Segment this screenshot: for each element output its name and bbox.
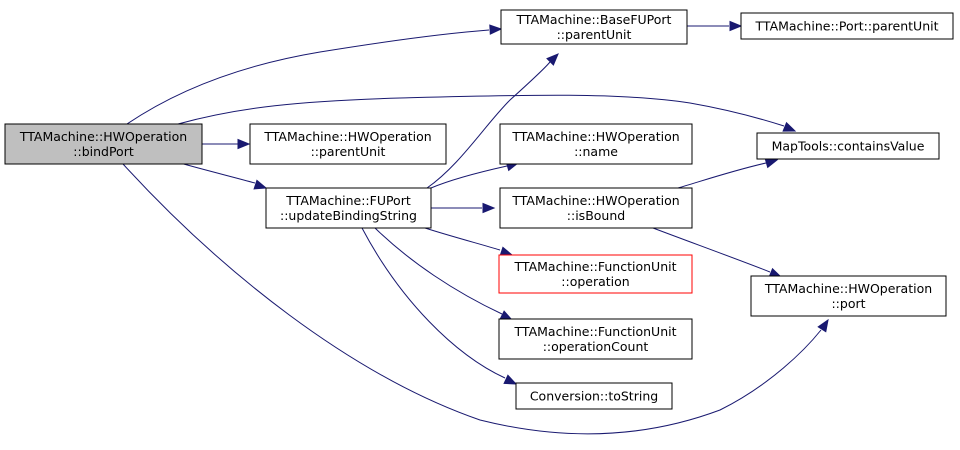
edge-line	[179, 162, 256, 184]
node-basefuport-parentUnit[interactable]: TTAMachine::BaseFUPort::parentUnit	[500, 9, 688, 45]
node-label-line: ::parentUnit	[557, 27, 632, 42]
arrowhead-icon	[237, 138, 251, 150]
node-label-line: ::operationCount	[543, 339, 649, 354]
edges-layer	[122, 20, 829, 435]
node-hwop-parentUnit[interactable]: TTAMachine::HWOperation::parentUnit	[249, 123, 447, 165]
edge-root-to-fuport_update	[179, 162, 268, 190]
node-label-line: TTAMachine::HWOperation	[511, 129, 679, 144]
arrowhead-icon	[782, 121, 797, 132]
node-label-line: TTAMachine::BaseFUPort	[516, 12, 672, 27]
node-maptools-contains[interactable]: MapTools::containsValue	[756, 132, 940, 160]
node-box	[498, 318, 693, 360]
node-fu-operationCount[interactable]: TTAMachine::FunctionUnit::operationCount	[498, 318, 693, 360]
edge-line	[126, 29, 490, 125]
node-root[interactable]: TTAMachine::HWOperation::bindPort	[4, 123, 203, 165]
edge-line	[177, 94, 785, 127]
node-label-line: ::name	[574, 144, 618, 159]
arrowhead-icon	[253, 179, 268, 190]
node-label-line: ::bindPort	[73, 144, 134, 159]
node-fuport-update[interactable]: TTAMachine::FUPort::updateBindingString	[265, 187, 432, 229]
node-label-line: TTAMachine::HWOperation	[511, 193, 679, 208]
node-fu-operation: TTAMachine::FunctionUnit::operation	[498, 254, 693, 294]
edge-fuport_update-to-fu_operationCount	[374, 227, 514, 321]
arrowhead-icon	[546, 53, 559, 66]
node-box	[750, 275, 947, 317]
node-box	[249, 123, 447, 165]
edge-line	[122, 163, 822, 435]
edge-line	[677, 162, 767, 189]
edge-fuport_update-to-fu_operation	[424, 227, 514, 257]
arrowhead-icon	[764, 158, 779, 169]
node-hwop-name[interactable]: TTAMachine::HWOperation::name	[499, 123, 693, 165]
node-box	[515, 382, 673, 410]
node-label-line: ::isBound	[567, 208, 625, 223]
node-label-line: Conversion::toString	[530, 389, 658, 404]
edge-fuport_update-to-hwop_name	[430, 161, 520, 189]
arrowhead-icon	[489, 24, 503, 35]
edge-fuport_update-to-conv_toString	[361, 227, 518, 385]
edge-root-to-hwop_port	[122, 163, 829, 435]
node-box	[4, 123, 203, 165]
node-box	[756, 132, 940, 160]
edge-line	[652, 227, 771, 273]
node-label-line: TTAMachine::FunctionUnit	[514, 324, 677, 339]
edge-line	[426, 61, 551, 189]
node-label-line: ::operation	[561, 274, 629, 289]
node-hwop-isBound[interactable]: TTAMachine::HWOperation::isBound	[499, 187, 693, 229]
node-label-line: TTAMachine::HWOperation	[19, 129, 187, 144]
node-box	[499, 123, 693, 165]
node-label-line: MapTools::containsValue	[772, 139, 925, 154]
edge-hwop_isBound-to-maptools_contains	[677, 158, 779, 189]
node-label-line: ::port	[831, 296, 865, 311]
node-hwop-port[interactable]: TTAMachine::HWOperation::port	[750, 275, 947, 317]
node-port-parentUnit[interactable]: TTAMachine::Port::parentUnit	[740, 12, 954, 40]
arrowhead-icon	[729, 20, 743, 32]
node-label-line: ::updateBindingString	[280, 208, 417, 223]
edge-line	[374, 227, 503, 315]
edge-line	[424, 227, 501, 251]
node-label-line: TTAMachine::Port::parentUnit	[754, 19, 938, 34]
nodes-layer: TTAMachine::HWOperation::bindPortTTAMach…	[4, 9, 954, 410]
edge-root-to-basefuport_parentUnit	[126, 24, 503, 125]
edge-line	[430, 165, 508, 189]
node-label-line: TTAMachine::HWOperation	[263, 129, 431, 144]
edge-root-to-maptools_contains	[177, 94, 797, 132]
node-label-line: TTAMachine::FunctionUnit	[514, 259, 677, 274]
edge-root-to-hwop_parentUnit	[202, 138, 251, 150]
node-conv-toString[interactable]: Conversion::toString	[515, 382, 673, 410]
node-label-line: TTAMachine::HWOperation	[764, 281, 932, 296]
edge-basefuport_parentUnit-to-port_parentUnit	[687, 20, 743, 32]
edge-line	[361, 227, 506, 379]
edge-fuport_update-to-hwop_isBound	[431, 202, 496, 214]
arrowhead-icon	[817, 318, 829, 333]
node-label-line: ::parentUnit	[311, 144, 386, 159]
node-box	[740, 12, 954, 40]
arrowhead-icon	[503, 374, 518, 385]
node-box	[499, 187, 693, 229]
node-box	[500, 9, 688, 45]
node-box	[265, 187, 432, 229]
arrowhead-icon	[482, 202, 496, 214]
node-label-line: TTAMachine::FUPort	[285, 193, 411, 208]
node-box	[498, 254, 693, 294]
edge-fuport_update-to-basefuport_parentUnit	[426, 53, 559, 189]
